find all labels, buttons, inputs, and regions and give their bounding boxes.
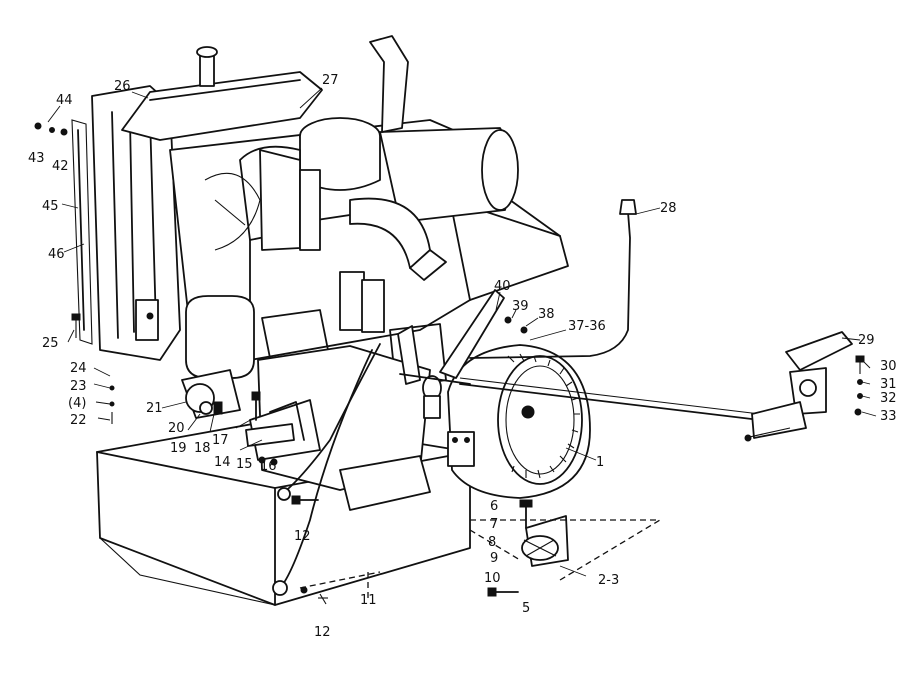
- callout-16: 16: [260, 459, 277, 474]
- callout-20: 20: [168, 421, 185, 436]
- callout-11: 11: [360, 593, 377, 608]
- callout-5: 5: [522, 601, 530, 616]
- callout-labels: 44 43 42 45 46 25 24 23 (4) 22 21 20 19 …: [28, 73, 897, 640]
- callout-42: 42: [52, 159, 69, 174]
- callout-40: 40: [494, 279, 511, 294]
- callout-45: 45: [42, 199, 59, 214]
- flywheel-housing: [447, 344, 591, 499]
- callout-14: 14: [214, 455, 231, 470]
- callout-12-lower: 12: [314, 625, 331, 640]
- callout-15: 15: [236, 457, 253, 472]
- throttle-linkage: [399, 199, 853, 442]
- callout-46: 46: [48, 247, 65, 262]
- callout-31: 31: [880, 377, 897, 392]
- callout-12-upper: 12: [294, 529, 311, 544]
- callout-6: 6: [490, 499, 498, 514]
- callout-30: 30: [880, 359, 897, 374]
- callout-4: (4): [68, 396, 86, 411]
- callout-24: 24: [70, 361, 87, 376]
- callout-17: 17: [212, 433, 229, 448]
- leader-lines: [47, 87, 877, 577]
- callout-27: 27: [322, 73, 339, 88]
- loose-parts: [34, 122, 865, 605]
- callout-2-3: 2-3: [598, 573, 619, 588]
- callout-29: 29: [858, 333, 875, 348]
- callout-19: 19: [170, 441, 187, 456]
- radiator-frame: [71, 85, 181, 361]
- callout-44: 44: [56, 93, 73, 108]
- callout-28: 28: [660, 201, 677, 216]
- callout-9: 9: [490, 551, 498, 566]
- callout-18: 18: [194, 441, 211, 456]
- callout-10: 10: [484, 571, 501, 586]
- callout-43: 43: [28, 151, 45, 166]
- callout-7: 7: [490, 517, 498, 532]
- control-bracket: [397, 289, 505, 419]
- callout-23: 23: [70, 379, 87, 394]
- engine-block: [121, 35, 569, 511]
- callout-8: 8: [488, 535, 496, 550]
- callout-38: 38: [538, 307, 555, 322]
- callout-39: 39: [512, 299, 529, 314]
- callout-25: 25: [42, 336, 59, 351]
- callout-1: 1: [596, 455, 604, 470]
- callout-26: 26: [114, 79, 131, 94]
- callout-22: 22: [70, 413, 87, 428]
- callout-37-36: 37-36: [568, 319, 606, 334]
- callout-33: 33: [880, 409, 897, 424]
- callout-21: 21: [146, 401, 163, 416]
- callout-32: 32: [880, 391, 897, 406]
